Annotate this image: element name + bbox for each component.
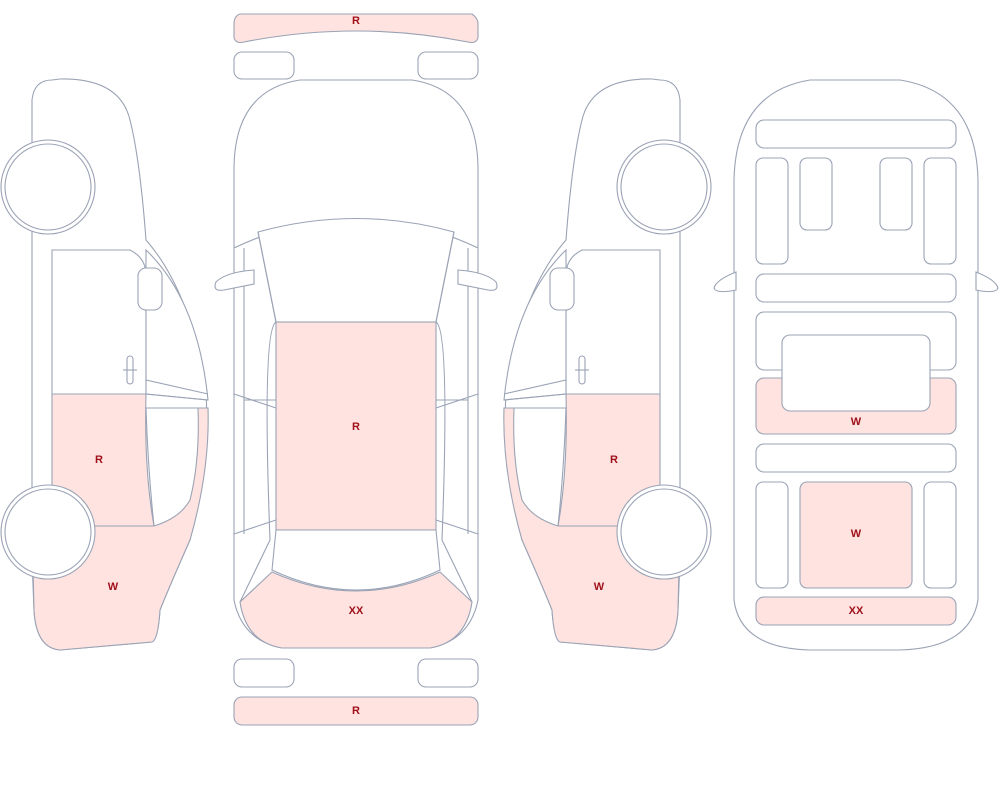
trunk-front-hood[interactable] <box>239 571 473 649</box>
front-right-door-trim[interactable] <box>923 157 957 265</box>
windshield[interactable] <box>257 218 455 323</box>
top-left-mirror[interactable] <box>214 269 255 291</box>
right-rear-quarter-panel[interactable] <box>503 407 681 651</box>
right-side-view <box>503 78 712 651</box>
label-front-hood: XX <box>349 605 364 617</box>
top-left-b-pillar <box>233 393 277 409</box>
rear-window[interactable] <box>271 529 441 591</box>
roof[interactable] <box>275 321 437 531</box>
rear-left-door-trim[interactable] <box>755 481 789 589</box>
rear-seat[interactable] <box>799 481 913 589</box>
left-mirror[interactable] <box>137 267 163 311</box>
left-belt-line-2 <box>145 379 209 395</box>
front-left-seat[interactable] <box>799 157 833 231</box>
top-right-mirror[interactable] <box>457 269 498 291</box>
dashboard[interactable] <box>755 119 957 149</box>
left-door-seam <box>145 407 155 527</box>
label-right-rear-quarter: W <box>594 581 605 593</box>
front-left-headlight[interactable] <box>233 51 295 80</box>
trunk-floor[interactable] <box>755 596 957 626</box>
left-belt-line <box>145 393 209 401</box>
front-right-seat[interactable] <box>879 157 913 231</box>
top-right-b-pillar <box>435 393 479 409</box>
underside-right-mirror[interactable] <box>975 271 999 293</box>
front-bumper-top[interactable] <box>233 13 479 44</box>
rear-left-taillight[interactable] <box>233 658 295 688</box>
front-console[interactable] <box>755 273 957 303</box>
label-rear-bumper: R <box>352 705 360 717</box>
label-under-rear: W <box>851 528 862 540</box>
label-under-rear-bumper: XX <box>849 605 864 617</box>
label-roof: R <box>352 421 360 433</box>
label-top-bumper: R <box>352 15 360 27</box>
top-right-outer-line <box>435 321 473 603</box>
left-front-wheel[interactable] <box>0 139 96 235</box>
underside-left-mirror[interactable] <box>713 271 737 293</box>
top-view: R R XX R <box>214 13 498 726</box>
left-side-view: R W <box>0 78 209 651</box>
rear-right-door-trim[interactable] <box>923 481 957 589</box>
underside-view: W W XX <box>713 79 999 651</box>
front-left-door-trim[interactable] <box>755 157 789 265</box>
rear-console[interactable] <box>755 443 957 473</box>
rear-bumper[interactable] <box>233 696 479 726</box>
label-under-mid: W <box>851 416 862 428</box>
left-rear-quarter-panel[interactable] <box>31 407 209 651</box>
top-left-a-pillar <box>257 231 277 323</box>
right-rear-wheel[interactable] <box>616 484 712 580</box>
right-mirror[interactable] <box>549 267 575 311</box>
rear-right-taillight[interactable] <box>417 658 479 688</box>
label-left-rear-door: R <box>95 454 103 466</box>
front-right-headlight[interactable] <box>417 51 479 80</box>
label-left-rear-quarter: W <box>108 581 119 593</box>
right-front-wheel[interactable] <box>616 139 712 235</box>
top-left-outer-line <box>239 321 277 603</box>
label-right-rear-door: R <box>610 454 618 466</box>
top-right-a-pillar <box>435 231 455 323</box>
left-rear-wheel[interactable] <box>0 484 96 580</box>
center-console[interactable] <box>781 334 931 412</box>
